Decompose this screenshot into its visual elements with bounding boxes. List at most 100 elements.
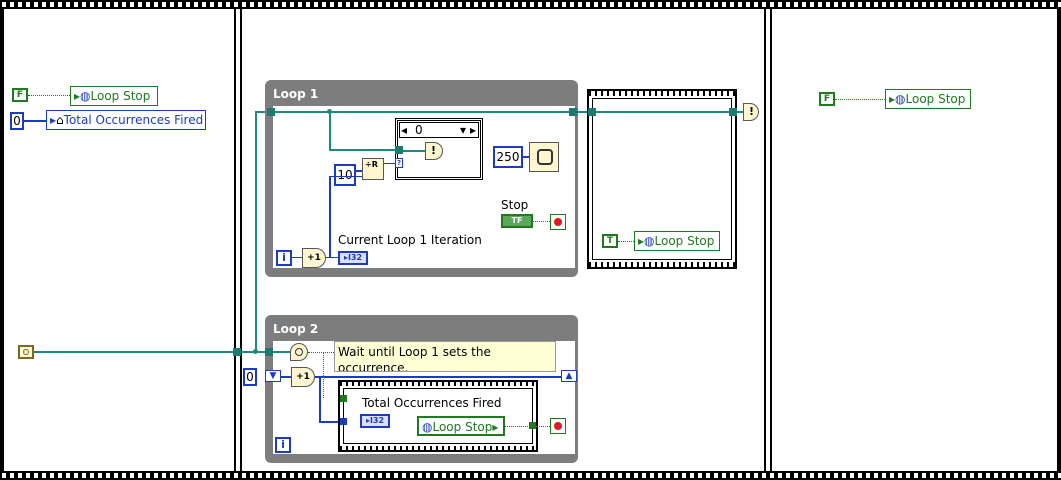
quotient-remainder-icon: ÷R <box>365 160 378 169</box>
occurrence-icon <box>23 349 29 355</box>
zero-constant[interactable]: 0 <box>10 112 24 130</box>
loop-1-conditional-terminal[interactable] <box>550 214 566 230</box>
occurrence-wire-vertical <box>255 111 257 352</box>
local-variable-label: Loop Stop <box>90 89 151 103</box>
boolean-wire-vertical <box>323 353 324 398</box>
current-loop-1-iteration-label: Current Loop 1 Iteration <box>338 233 482 247</box>
case-value: 0 <box>415 123 423 137</box>
numeric-wire <box>315 376 561 378</box>
occurrence-wire <box>577 111 587 113</box>
wait-constant[interactable]: 250 <box>493 146 523 168</box>
occurrence-refnum-constant[interactable] <box>18 345 34 359</box>
occurrence-icon <box>295 348 303 356</box>
numeric-wire <box>329 176 362 177</box>
arrow-right-icon: ▸ <box>74 89 81 103</box>
ten-constant[interactable]: 10 <box>334 164 356 186</box>
set-occurrence-function[interactable]: ! <box>743 103 759 121</box>
wire-junction <box>327 109 332 114</box>
total-occurrences-fired-indicator[interactable]: ▸I32 <box>360 414 390 428</box>
local-variable-label: Loop Stop <box>654 234 715 248</box>
true-constant[interactable]: T <box>602 234 618 248</box>
sequence-input-tunnel <box>588 108 596 116</box>
alert-icon: ! <box>749 105 755 118</box>
sequence-right-border <box>1057 9 1061 471</box>
occurrence-wire <box>34 351 239 353</box>
boolean-wire <box>533 221 550 222</box>
decrement-arrow-icon[interactable]: ◂ <box>401 123 408 137</box>
numeric-wire <box>24 120 46 122</box>
total-occurrences-local-variable[interactable]: ▸⌂Total Occurrences Fired <box>46 110 206 130</box>
zero-constant[interactable]: 0 <box>243 368 257 386</box>
loop-2-iteration-terminal: i <box>275 437 291 453</box>
loop-stop-local-variable[interactable]: ▸◍Loop Stop <box>70 86 158 106</box>
false-constant[interactable]: F <box>12 88 28 102</box>
i32-type-label: I32 <box>369 416 385 425</box>
occurrence-wire <box>737 111 743 113</box>
home-icon: ⌂ <box>56 113 64 127</box>
occurrence-wire <box>403 150 425 152</box>
numeric-wire-vertical <box>329 176 331 258</box>
local-variable-label: Loop Stop <box>905 92 966 106</box>
boolean-wire <box>835 99 885 100</box>
up-arrow-icon: ▲ <box>565 371 573 381</box>
dropdown-arrow-icon[interactable]: ▾ <box>460 123 467 137</box>
numeric-wire <box>384 163 395 164</box>
occurrence-wire <box>275 111 569 113</box>
down-arrow-icon: ▼ <box>269 371 277 381</box>
set-occurrence-function[interactable]: ! <box>425 142 443 160</box>
false-constant[interactable]: F <box>819 92 835 106</box>
globe-icon: ◍ <box>895 92 906 106</box>
wait-ms-function[interactable] <box>529 142 559 172</box>
loop-1-title: Loop 1 <box>273 87 319 101</box>
frame-tunnel <box>233 348 241 356</box>
sequence-frame-separator-1 <box>234 9 242 471</box>
arrow-right-icon: ▸ <box>343 253 348 262</box>
numeric-wire <box>523 156 529 158</box>
total-occurrences-fired-label: Total Occurrences Fired <box>362 396 502 410</box>
increment-function[interactable]: +1 <box>291 367 315 387</box>
sequence-left-border <box>0 9 4 471</box>
arrow-right-icon: ▸ <box>365 416 370 425</box>
loop-stop-local-variable[interactable]: ▸◍Loop Stop <box>885 89 971 109</box>
occurrence-wire <box>329 149 397 151</box>
sequence-output-tunnel <box>529 422 536 429</box>
loop-2-title: Loop 2 <box>273 322 319 336</box>
loop-stop-local-variable-read[interactable]: ◍Loop Stop▸ <box>417 416 505 436</box>
local-variable-label: Total Occurrences Fired <box>63 113 204 127</box>
increment-arrow-icon[interactable]: ▸ <box>470 123 477 137</box>
quotient-remainder-function[interactable]: ÷R <box>362 158 384 180</box>
increment-function[interactable]: +1 <box>302 248 326 268</box>
globe-icon: ◍ <box>80 89 91 103</box>
numeric-wire <box>319 421 340 423</box>
numeric-wire <box>281 376 291 378</box>
case-structure[interactable]: ◂ 0 ▾ ▸ <box>395 118 483 180</box>
current-loop-1-iteration-indicator[interactable]: ▸I32 <box>338 251 368 265</box>
loop-2-conditional-terminal[interactable] <box>550 418 566 434</box>
loop-1-iteration-terminal: i <box>276 250 292 266</box>
boolean-wire <box>536 426 550 427</box>
sequence-bottom-edge <box>0 471 1061 480</box>
boolean-wire <box>308 352 334 353</box>
shift-register-right[interactable]: ▲ <box>561 370 577 382</box>
loop-1-input-tunnel <box>267 108 275 116</box>
case-input-tunnel <box>395 146 403 154</box>
numeric-wire <box>292 257 302 258</box>
globe-icon: ◍ <box>644 234 655 248</box>
numeric-wire <box>326 257 338 258</box>
arrow-right-icon: ▸ <box>492 420 499 434</box>
case-selector[interactable]: ◂ 0 ▾ ▸ <box>399 122 479 138</box>
i32-type-label: I32 <box>347 253 363 262</box>
shift-register-left[interactable]: ▼ <box>265 370 281 382</box>
numeric-wire-vertical <box>319 376 321 422</box>
sequence-numeric-tunnel <box>340 418 347 425</box>
globe-icon: ◍ <box>422 420 433 434</box>
local-variable-label: Loop Stop <box>432 420 493 434</box>
loop-stop-local-variable[interactable]: ▸◍Loop Stop <box>634 231 720 251</box>
comment-wait-loop-1: Wait until Loop 1 sets the occurrence. <box>334 341 556 372</box>
watch-icon <box>537 149 553 165</box>
wait-on-occurrence-function[interactable] <box>290 343 308 361</box>
stop-icon <box>554 422 562 430</box>
arrow-right-icon: ▸ <box>638 234 645 248</box>
stop-button-terminal[interactable]: TF <box>501 214 533 228</box>
wire-junction <box>253 349 258 354</box>
